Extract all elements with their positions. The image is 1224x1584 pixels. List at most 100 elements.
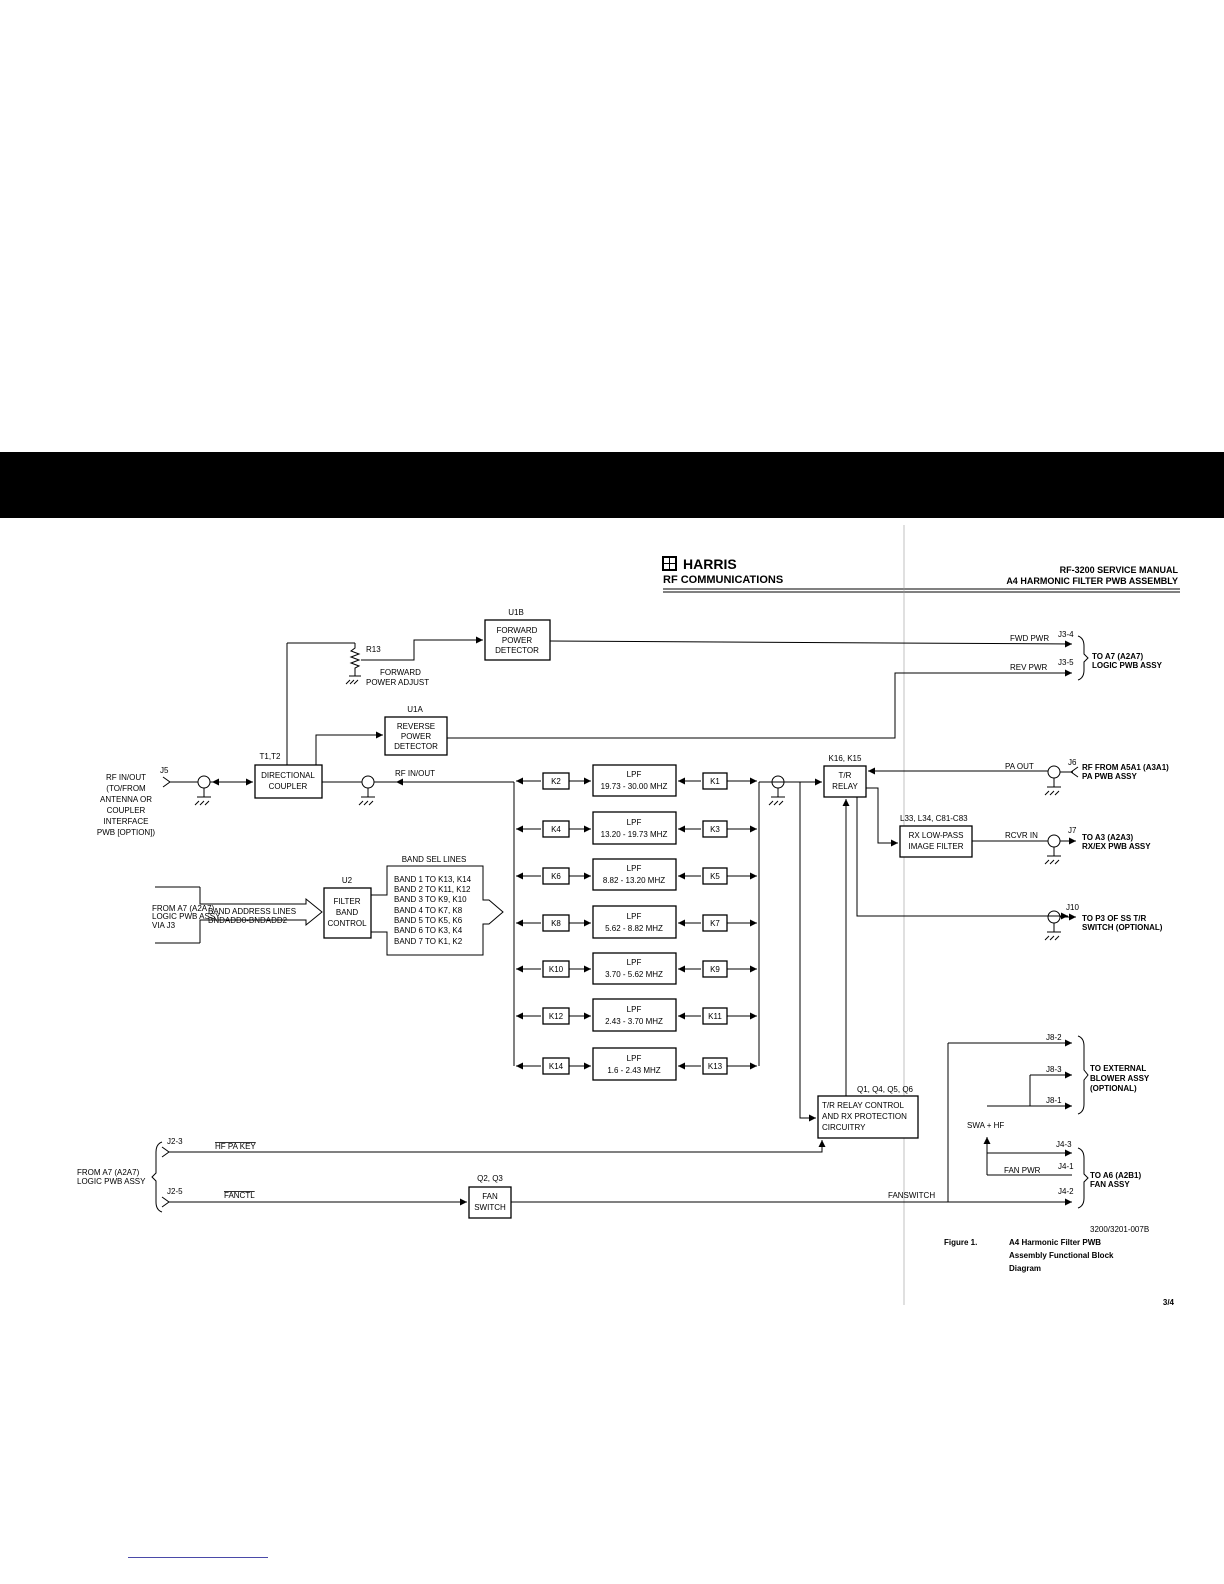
svg-text:LPF: LPF xyxy=(627,958,642,967)
svg-text:PA OUT: PA OUT xyxy=(1005,762,1034,771)
svg-text:T/R RELAY CONTROL: T/R RELAY CONTROL xyxy=(822,1101,904,1110)
svg-text:BAND 1 TO K13, K14: BAND 1 TO K13, K14 xyxy=(394,875,472,884)
svg-text:RF IN/OUT: RF IN/OUT xyxy=(395,769,435,778)
svg-text:BAND SEL LINES: BAND SEL LINES xyxy=(402,855,467,864)
svg-text:J10: J10 xyxy=(1066,903,1079,912)
svg-text:J8-3: J8-3 xyxy=(1046,1065,1062,1074)
svg-text:K8: K8 xyxy=(551,919,561,928)
svg-text:R13: R13 xyxy=(366,645,381,654)
svg-text:RELAY: RELAY xyxy=(832,782,858,791)
lpf-bank-4: K8 LPF 5.62 - 8.82 MHZ K7 xyxy=(516,905,757,939)
svg-text:SWITCH: SWITCH xyxy=(474,1203,506,1212)
svg-text:BAND 6 TO K3, K4: BAND 6 TO K3, K4 xyxy=(394,926,463,935)
lpf-3-5 xyxy=(592,952,677,985)
svg-text:LPF: LPF xyxy=(627,912,642,921)
directional-coupler-block: T1,T2 DIRECTIONAL COUPLER xyxy=(254,752,323,799)
rf-in-out-port: J5 RF IN/OUT (TO/FROM ANTENNA OR COUPLER… xyxy=(97,766,171,837)
svg-text:BAND 3 TO K9, K10: BAND 3 TO K9, K10 xyxy=(394,895,467,904)
svg-text:J7: J7 xyxy=(1068,826,1077,835)
svg-text:BLOWER ASSY: BLOWER ASSY xyxy=(1090,1074,1150,1083)
svg-text:J2-5: J2-5 xyxy=(167,1187,183,1196)
svg-text:K12: K12 xyxy=(549,1012,564,1021)
svg-text:RF FROM A5A1 (A3A1): RF FROM A5A1 (A3A1) xyxy=(1082,763,1169,772)
svg-text:DETECTOR: DETECTOR xyxy=(495,646,539,655)
svg-text:TO A6 (A2B1): TO A6 (A2B1) xyxy=(1090,1171,1141,1180)
svg-text:K1: K1 xyxy=(710,777,720,786)
svg-text:5.62 - 8.82 MHZ: 5.62 - 8.82 MHZ xyxy=(605,924,663,933)
svg-text:FAN: FAN xyxy=(482,1192,498,1201)
svg-text:LOGIC PWB ASSY: LOGIC PWB ASSY xyxy=(152,912,221,921)
svg-text:L33, L34, C81-C83: L33, L34, C81-C83 xyxy=(900,814,968,823)
svg-text:TO P3 OF SS T/R: TO P3 OF SS T/R xyxy=(1082,914,1147,923)
svg-text:AND RX PROTECTION: AND RX PROTECTION xyxy=(822,1112,907,1121)
lpf-5-8 xyxy=(592,905,677,939)
section-title: A4 HARMONIC FILTER PWB ASSEMBLY xyxy=(1006,576,1178,586)
svg-text:LOGIC PWB ASSY: LOGIC PWB ASSY xyxy=(1092,661,1163,670)
svg-text:FILTER: FILTER xyxy=(334,897,361,906)
svg-text:ANTENNA OR: ANTENNA OR xyxy=(100,795,152,804)
svg-text:REV PWR: REV PWR xyxy=(1010,663,1048,672)
svg-text:K16, K15: K16, K15 xyxy=(829,754,862,763)
svg-text:U1A: U1A xyxy=(407,705,423,714)
svg-text:J4-1: J4-1 xyxy=(1058,1162,1074,1171)
svg-text:BAND 4 TO K7, K8: BAND 4 TO K7, K8 xyxy=(394,906,463,915)
svg-text:RF IN/OUT: RF IN/OUT xyxy=(106,773,146,782)
svg-text:POWER: POWER xyxy=(502,636,532,645)
svg-text:LPF: LPF xyxy=(627,818,642,827)
svg-text:PA PWB ASSY: PA PWB ASSY xyxy=(1082,772,1137,781)
svg-text:VIA J3: VIA J3 xyxy=(152,921,176,930)
filter-band-control-block: U2 FILTER BAND CONTROL xyxy=(323,876,372,939)
svg-text:K6: K6 xyxy=(551,872,561,881)
svg-text:13.20 - 19.73 MHZ: 13.20 - 19.73 MHZ xyxy=(601,830,668,839)
svg-text:LOGIC PWB ASSY: LOGIC PWB ASSY xyxy=(77,1177,146,1186)
svg-text:3.70 - 5.62 MHZ: 3.70 - 5.62 MHZ xyxy=(605,970,663,979)
svg-text:BAND: BAND xyxy=(336,908,358,917)
svg-text:J6: J6 xyxy=(1068,758,1077,767)
svg-text:J3-4: J3-4 xyxy=(1058,630,1074,639)
lpf-bank-2: K4 LPF 13.20 - 19.73 MHZ K3 xyxy=(516,811,757,845)
svg-text:U1B: U1B xyxy=(508,608,524,617)
svg-text:SWITCH (OPTIONAL): SWITCH (OPTIONAL) xyxy=(1082,923,1163,932)
svg-text:(OPTIONAL): (OPTIONAL) xyxy=(1090,1084,1137,1093)
page-number: 3/4 xyxy=(1163,1298,1175,1307)
svg-text:K11: K11 xyxy=(708,1012,722,1021)
svg-text:RX LOW-PASS: RX LOW-PASS xyxy=(909,831,964,840)
svg-text:PWB [OPTION]): PWB [OPTION]) xyxy=(97,828,156,837)
svg-text:Q1, Q4, Q5, Q6: Q1, Q4, Q5, Q6 xyxy=(857,1085,914,1094)
lpf-bank-1: K2 LPF 19.73 - 30.00 MHZ K1 xyxy=(516,764,757,797)
lpf-13-19 xyxy=(592,811,677,845)
svg-text:K4: K4 xyxy=(551,825,561,834)
svg-text:FAN PWR: FAN PWR xyxy=(1004,1166,1041,1175)
svg-text:Q2, Q3: Q2, Q3 xyxy=(477,1174,503,1183)
company-name: RF COMMUNICATIONS xyxy=(663,574,783,586)
tr-relay-control-block: Q1, Q4, Q5, Q6 T/R RELAY CONTROL AND RX … xyxy=(817,1085,919,1139)
svg-text:J3-5: J3-5 xyxy=(1058,658,1074,667)
lpf-2-3 xyxy=(592,998,677,1032)
svg-text:FAN ASSY: FAN ASSY xyxy=(1090,1180,1130,1189)
top-black-banner xyxy=(0,452,1224,518)
fan-switch-block: Q2, Q3 FAN SWITCH xyxy=(468,1174,512,1219)
svg-text:REVERSE: REVERSE xyxy=(397,722,435,731)
svg-text:T/R: T/R xyxy=(839,771,852,780)
from-a7-band-label: FROM A7 (A2A7) xyxy=(152,904,215,913)
svg-text:J8-1: J8-1 xyxy=(1046,1096,1062,1105)
svg-text:COUPLER: COUPLER xyxy=(269,782,308,791)
logo-text: HARRIS xyxy=(683,556,737,572)
svg-text:FWD PWR: FWD PWR xyxy=(1010,634,1049,643)
tr-relay-block: K16, K15 T/R RELAY xyxy=(823,754,867,798)
svg-text:FANSWITCH: FANSWITCH xyxy=(888,1191,935,1200)
svg-text:DETECTOR: DETECTOR xyxy=(394,742,438,751)
svg-text:POWER ADJUST: POWER ADJUST xyxy=(366,678,429,687)
svg-text:J5: J5 xyxy=(160,766,169,775)
svg-text:K9: K9 xyxy=(710,965,720,974)
figure-title-line-3: Diagram xyxy=(1009,1264,1041,1273)
svg-text:HF PA KEY: HF PA KEY xyxy=(215,1142,256,1151)
svg-text:BAND 5 TO K5, K6: BAND 5 TO K5, K6 xyxy=(394,916,463,925)
svg-text:POWER: POWER xyxy=(401,732,431,741)
svg-text:(TO/FROM: (TO/FROM xyxy=(106,784,146,793)
svg-text:LPF: LPF xyxy=(627,864,642,873)
r13-potentiometer: R13 FORWARD POWER ADJUST xyxy=(345,643,429,687)
svg-text:BAND 7 TO K1, K2: BAND 7 TO K1, K2 xyxy=(394,937,463,946)
figure-number: Figure 1. xyxy=(944,1238,977,1247)
